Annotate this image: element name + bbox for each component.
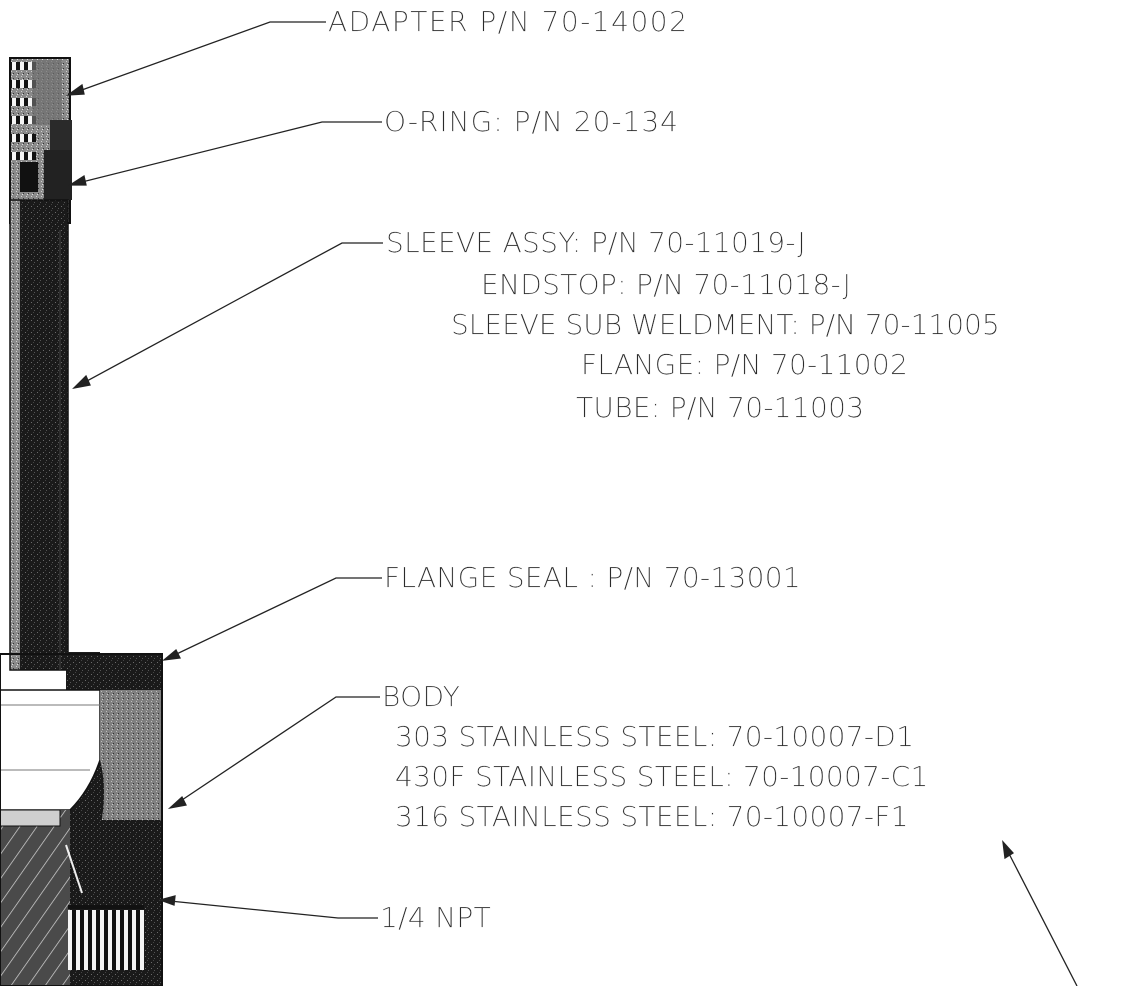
npt-threads	[68, 905, 144, 970]
adapter-arrowhead	[65, 83, 85, 96]
sleeve-tube-part	[9, 199, 69, 671]
adapter-threads	[10, 62, 36, 160]
tube-label: TUBE: P/N 70-11003	[576, 391, 865, 424]
npt-label: 1/4 NPT	[380, 901, 491, 934]
sleeve-assy-arrowhead	[72, 374, 91, 390]
o-ring-part	[20, 150, 72, 200]
leader-lines	[65, 21, 1078, 986]
sleeve-assy-leader	[73, 242, 383, 389]
body-arrowhead	[167, 795, 187, 810]
body-430f-label: 430F STAINLESS STEEL: 70-10007-C1	[395, 760, 929, 793]
flange-seal-leader	[163, 577, 382, 661]
body-part	[0, 653, 163, 986]
flange-seal-arrowhead	[161, 648, 181, 661]
sleeve-sub-weldment-label: SLEEVE SUB WELDMENT: P/N 70-11005	[451, 308, 1000, 341]
body-303-label: 303 STAINLESS STEEL: 70-10007-D1	[395, 720, 915, 753]
body-label: BODY	[382, 680, 461, 713]
flange-label: FLANGE: P/N 70-11002	[581, 348, 909, 381]
npt-leader	[159, 899, 378, 919]
o-ring-label: O-RING: P/N 20-134	[384, 105, 679, 138]
body-leader	[169, 696, 380, 809]
npt-arrowhead	[157, 895, 176, 906]
adapter-leader	[67, 21, 326, 96]
endstop-label: ENDSTOP: P/N 70-11018-J	[481, 268, 852, 301]
adapter-label: ADAPTER P/N 70-14002	[328, 5, 689, 38]
material-pointer-line	[1002, 841, 1078, 986]
o-ring-leader	[69, 121, 382, 186]
flange-seal-label: FLANGE SEAL : P/N 70-13001	[384, 561, 801, 594]
body-316-label: 316 STAINLESS STEEL: 70-10007-F1	[395, 800, 909, 833]
adapter-part	[9, 57, 72, 224]
sleeve-assy-label: SLEEVE ASSY: P/N 70-11019-J	[386, 226, 806, 259]
o-ring-arrowhead	[67, 174, 87, 186]
material-pointer-arrowhead	[1002, 840, 1015, 860]
